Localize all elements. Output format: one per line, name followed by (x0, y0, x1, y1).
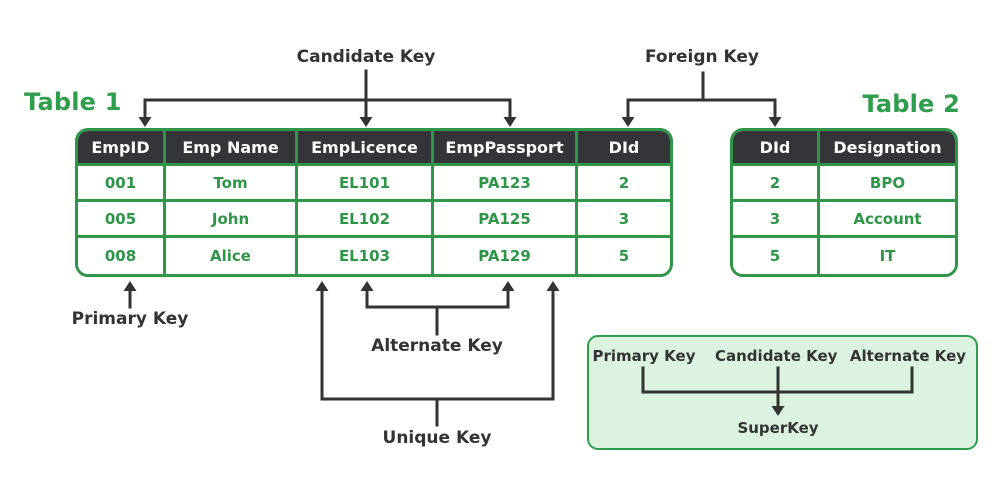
table-cell: EL102 (298, 202, 434, 238)
table-cell: 2 (578, 166, 670, 202)
table-cell: Alice (166, 238, 298, 274)
table1-employee-table: EmpID Emp Name EmpLicence EmpPassport DI… (75, 128, 673, 277)
table-cell: PA129 (434, 238, 578, 274)
table-cell: 5 (733, 238, 820, 274)
table2-title: Table 2 (862, 90, 960, 118)
superkey-item-candidate: Candidate Key (715, 347, 838, 365)
superkey-item-alternate: Alternate Key (849, 347, 967, 365)
table1-header-empid: EmpID (78, 131, 166, 166)
table-cell: John (166, 202, 298, 238)
alternate-key-label: Alternate Key (371, 336, 503, 356)
table2-designation-table: DId Designation 2 BPO 3 Account 5 IT (730, 128, 958, 277)
foreign-key-label: Foreign Key (644, 47, 760, 67)
table1-header-emplicence: EmpLicence (298, 131, 434, 166)
table2-header-designation: Designation (820, 131, 955, 166)
table-cell: 3 (733, 202, 820, 238)
table2-header-did: DId (733, 131, 820, 166)
unique-key-label: Unique Key (382, 428, 492, 448)
table-cell: EL101 (298, 166, 434, 202)
candidate-key-label: Candidate Key (296, 47, 436, 67)
table1-title: Table 1 (24, 88, 122, 116)
table-cell: 2 (733, 166, 820, 202)
table-cell: 001 (78, 166, 166, 202)
table-cell: 5 (578, 238, 670, 274)
table1-header-did: DId (578, 131, 670, 166)
primary-key-label: Primary Key (71, 309, 189, 329)
table-cell: Tom (166, 166, 298, 202)
table-cell: EL103 (298, 238, 434, 274)
table-cell: BPO (820, 166, 955, 202)
table-cell: 005 (78, 202, 166, 238)
table1-header-emppassport: EmpPassport (434, 131, 578, 166)
table-cell: Account (820, 202, 955, 238)
superkey-item-primary: Primary Key (592, 347, 696, 365)
table-cell: 008 (78, 238, 166, 274)
table-cell: PA123 (434, 166, 578, 202)
superkey-result-label: SuperKey (737, 419, 819, 437)
table-cell: IT (820, 238, 955, 274)
table1-header-empname: Emp Name (166, 131, 298, 166)
table-cell: PA125 (434, 202, 578, 238)
table-cell: 3 (578, 202, 670, 238)
